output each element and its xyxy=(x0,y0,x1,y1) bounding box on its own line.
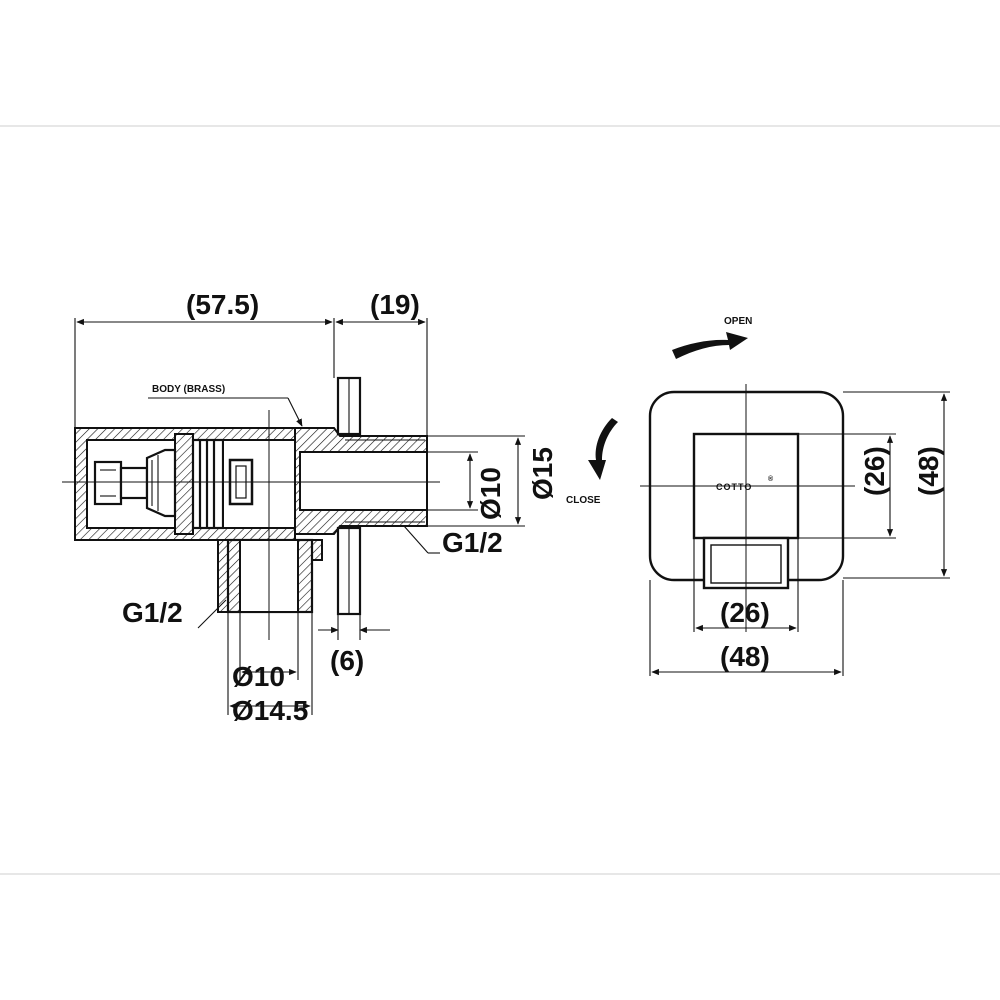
thread-side-label: G1/2 xyxy=(442,527,503,558)
dim-outlet-bore-label: Ø10 xyxy=(475,467,506,520)
brand-mark: ® xyxy=(768,475,774,483)
front-view: OPEN CLOSE COTTO ® (26) (48) (26) xyxy=(566,316,950,676)
brand-logo: COTTO xyxy=(716,482,752,492)
body-brass-label: BODY (BRASS) xyxy=(152,384,225,395)
dim-flange-label: (6) xyxy=(330,645,364,676)
dim-plate-outer-h-label: (48) xyxy=(913,446,944,496)
side-section-view: BODY (BRASS) (57.5) (19) Ø10 Ø15 G1/2 G1… xyxy=(62,289,558,726)
dim-thread-length-label: (19) xyxy=(370,289,420,320)
dim-plate-outer-w-label: (48) xyxy=(720,641,770,672)
open-arrow-icon xyxy=(672,332,748,359)
close-arrow-icon xyxy=(588,418,618,480)
dim-inlet-bore-label: Ø10 xyxy=(232,661,285,692)
dim-plate-inner-h-label: (26) xyxy=(859,446,890,496)
dim-overall-label: (57.5) xyxy=(186,289,259,320)
open-label: OPEN xyxy=(724,316,752,327)
dim-plate-inner-w-label: (26) xyxy=(720,597,770,628)
close-label: CLOSE xyxy=(566,495,601,506)
dim-outlet-od-label: Ø15 xyxy=(527,447,558,500)
dim-inlet-od-label: Ø14.5 xyxy=(232,695,308,726)
thread-inlet-label: G1/2 xyxy=(122,597,183,628)
